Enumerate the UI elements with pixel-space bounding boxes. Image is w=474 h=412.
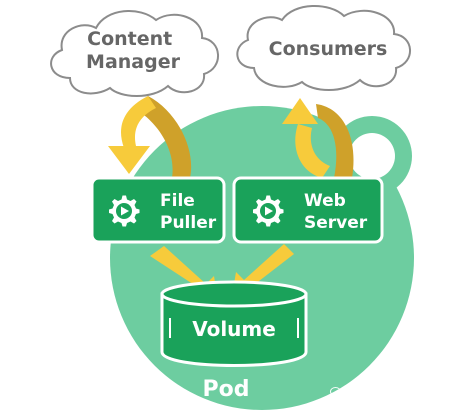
- web-server-line-2: Server: [304, 213, 368, 233]
- pod-label: Pod: [203, 377, 250, 402]
- watermark-text: Linux运维交流社区: [349, 386, 454, 400]
- volume-label: Volume: [192, 317, 276, 341]
- web-server-line-1: Web: [304, 191, 346, 211]
- wechat-icon: [330, 386, 346, 398]
- svg-text:File Puller: File Puller: [160, 191, 217, 233]
- svg-text:Web Server: Web Server: [304, 191, 368, 233]
- svg-text:Content Manager: Content Manager: [86, 28, 181, 73]
- content-manager-line-2: Manager: [86, 51, 181, 73]
- content-to-puller-arrow: [108, 96, 192, 178]
- content-manager-line-1: Content: [87, 28, 172, 50]
- watermark: Linux运维交流社区: [330, 384, 470, 406]
- web-server-box: Web Server: [232, 176, 384, 244]
- server-to-consumers-arrow: [282, 98, 354, 178]
- gear-play-icon: [253, 195, 284, 227]
- consumers-cloud: Consumers: [236, 4, 411, 91]
- volume-cylinder: Volume: [160, 280, 308, 367]
- file-puller-box: File Puller: [90, 176, 226, 244]
- gear-play-icon: [109, 195, 140, 227]
- content-manager-cloud: Content Manager: [50, 9, 219, 97]
- consumers-label: Consumers: [269, 38, 388, 60]
- file-puller-line-1: File: [160, 191, 195, 211]
- file-puller-line-2: Puller: [160, 213, 217, 233]
